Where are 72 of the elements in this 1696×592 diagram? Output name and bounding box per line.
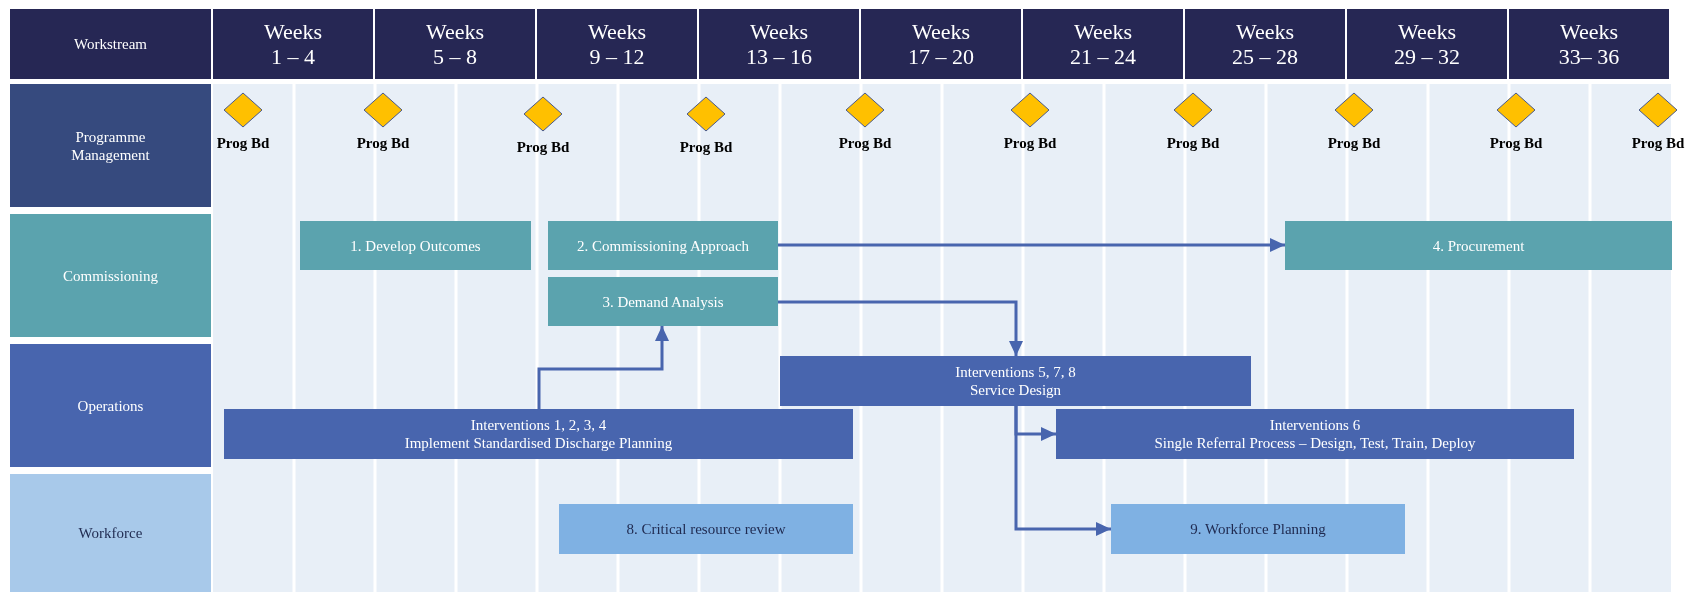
task-label: 8. Critical resource review [625,520,787,538]
task-bar [224,409,853,459]
week-header [1023,9,1183,79]
arrow [1014,406,1111,536]
week-header [699,9,859,79]
task-bar [1111,504,1405,554]
week-label: Weeks [425,18,485,44]
week-label: 5 – 8 [433,44,477,70]
task-label: Interventions 5, 7, 8 [954,363,1077,381]
week-header [375,9,535,79]
week-label: Weeks [911,18,971,44]
workstream-label: Programme Management [70,127,151,164]
week-label: Weeks [263,18,323,44]
milestone-label: Prog Bd [356,134,410,152]
arrow [537,326,669,409]
week-label: 21 – 24 [1070,44,1136,70]
arrow [778,238,1285,252]
task-label: 4. Procurement [1431,236,1526,255]
week-label: Weeks [1559,18,1619,44]
workstream-label: Operations [76,396,145,415]
week-label: 1 – 4 [271,44,315,70]
week-label: Weeks [587,18,647,44]
week-label: 33– 36 [1558,44,1620,70]
milestone-label: Prog Bd [516,138,570,156]
week-label: 9 – 12 [589,44,645,70]
workstream-header [10,214,211,337]
task-bar [1056,409,1574,459]
task-label: 9. Workforce Planning [1189,520,1327,538]
week-label: 17 – 20 [908,44,974,70]
header-label: Workstream [73,35,148,53]
task-label: 1. Develop Outcomes [349,236,482,255]
column-header [10,9,211,79]
week-label: 29 – 32 [1394,44,1460,70]
task-label: Implement Standardised Discharge Planning [403,434,674,452]
task-label: 2. Commissioning Approach [575,236,751,255]
milestone-label: Prog Bd [1327,134,1381,152]
task-label: Interventions 6 [1268,416,1362,434]
task-label: Service Design [968,381,1063,399]
task-bar [548,221,778,270]
milestone-label: Prog Bd [1631,134,1685,152]
week-label: 13 – 16 [746,44,812,70]
week-header [1509,9,1669,79]
milestone-label: Prog Bd [1166,134,1220,152]
workstream-header [10,474,211,592]
workstream-header [10,344,211,467]
milestone-label: Prog Bd [838,134,892,152]
arrow [778,300,1023,356]
task-bar [780,356,1251,406]
task-bar [548,277,778,326]
week-label: Weeks [1073,18,1133,44]
task-label: Single Referral Process – Design, Test, Train, Deploy [1153,434,1477,452]
week-header [861,9,1021,79]
workstream-label: Commissioning [62,266,159,285]
task-bar [559,504,853,554]
task-label: 3. Demand Analysis [601,292,725,311]
task-label: Interventions 1, 2, 3, 4 [469,416,608,434]
workstream-label: Workforce [77,524,144,542]
workstream-header [10,84,211,207]
week-label: Weeks [1235,18,1295,44]
task-bar [1285,221,1672,270]
week-header [213,9,373,79]
week-header [1185,9,1345,79]
milestone-label: Prog Bd [1489,134,1543,152]
milestone-label: Prog Bd [1003,134,1057,152]
week-label: 25 – 28 [1232,44,1298,70]
week-header [1347,9,1507,79]
week-label: Weeks [1397,18,1457,44]
task-bar [300,221,531,270]
milestone-label: Prog Bd [216,134,270,152]
week-label: Weeks [749,18,809,44]
week-header [537,9,697,79]
milestone-label: Prog Bd [679,138,733,156]
